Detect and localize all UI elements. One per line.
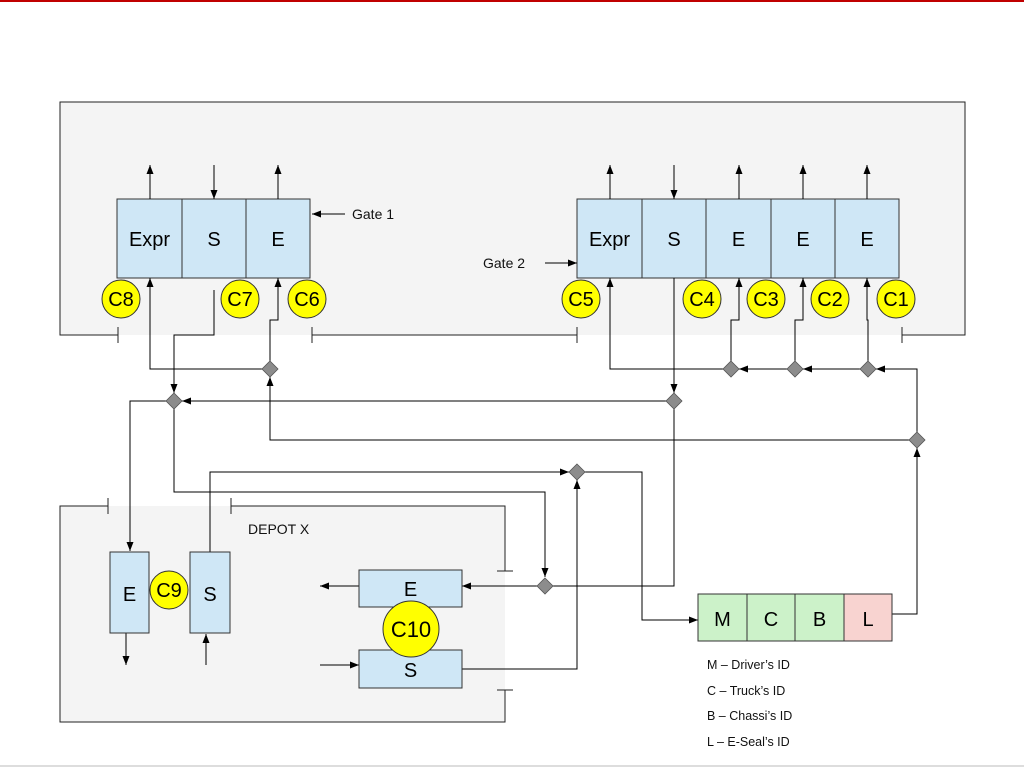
gate1-lane-label: S [207,229,220,251]
connector [606,278,723,370]
connector [146,278,270,370]
depot-zone-border [59,505,506,723]
gate-flow-arrows [146,165,871,267]
depot-lane-label: S [203,584,216,606]
legend-item: L – E-Seal’s ID [707,735,790,749]
junction-node [568,463,586,481]
id-legend: M – Driver’s ID C – Truck’s ID B – Chass… [707,658,792,749]
depot-left-lanes: E S [109,551,231,634]
camera-label: C1 [883,289,909,311]
gate1-label: Gate 1 [352,206,394,222]
gate2-lane-label: E [732,229,745,251]
junctions [165,360,926,595]
connector [269,278,282,361]
id-field-label: B [813,609,826,631]
depot-lane-label: S [404,660,417,682]
camera-label: C5 [568,289,594,311]
camera-c3 [746,279,786,319]
camera-label: C6 [294,289,320,311]
connector [863,278,871,361]
connector [126,400,166,551]
id-field-m [697,593,748,642]
id-field-label: C [764,609,778,631]
junction-node [859,360,877,378]
camera-c10 [382,600,440,658]
depot-lane-label: E [123,584,136,606]
gate2-lane-expr [576,198,643,279]
gate2-lane-label: S [667,229,680,251]
junction-node [665,392,683,410]
id-field-l [843,593,893,642]
connector [209,468,569,552]
junction-node [261,360,279,378]
camera-label: C4 [689,289,715,311]
connector [892,448,921,615]
camera-label: C3 [753,289,779,311]
gate1-lanes: Expr S E [116,198,311,279]
legend-item: M – Driver’s ID [707,658,790,672]
gate2-lane-label: E [860,229,873,251]
camera-c9 [149,570,189,610]
camera-c2 [810,279,850,319]
connection-lines [122,278,921,670]
connector [173,409,549,577]
gate2-lane-label: Expr [589,229,630,251]
legend-item: C – Truck’s ID [707,684,785,698]
junction-node [722,360,740,378]
junction-node [536,577,554,595]
depot-lane-e [109,551,150,634]
gate1-lane-e [245,198,311,279]
id-field-label: L [862,609,873,631]
gate2-lane-e [770,198,836,279]
connector [794,278,807,361]
gate2-lanes: Expr S E E E [576,198,900,279]
camera-c4 [682,279,722,319]
gate2-lane-e [834,198,900,279]
connector [170,290,215,393]
camera-c6 [287,279,327,319]
camera-c1 [876,279,916,319]
legend-item: B – Chassi’s ID [707,709,792,723]
junction-node [786,360,804,378]
connector [553,409,675,587]
junction-node [165,392,183,410]
gate2-lane-label: E [796,229,809,251]
camera-label: C7 [227,289,253,311]
gate1-lane-label: Expr [129,229,170,251]
terminal-zone-border [59,101,966,336]
depot-lane-s [189,551,231,634]
camera-c7 [220,279,260,319]
connector [876,365,918,432]
camera-label: C8 [108,289,134,311]
gate2-label: Gate 2 [483,255,525,271]
camera-c8 [101,279,141,319]
connector [266,377,909,441]
id-field-label: M [714,609,731,631]
id-record: M C B L [697,593,893,642]
gate1-lane-s [181,198,247,279]
connector [462,480,581,670]
camera-label: C2 [817,289,843,311]
cameras: C8 C7 C6 C5 C4 C3 C2 C1 C9 C10 [101,279,916,658]
connector [585,471,698,624]
gate2-lane-s [641,198,707,279]
connector [730,278,743,361]
depot-zone-border [231,505,506,571]
depot-label: DEPOT X [248,521,310,537]
junction-node [908,431,926,449]
depot-lane-label: E [404,579,417,601]
id-field-c [746,593,796,642]
gate1-lane-label: E [271,229,284,251]
camera-c5 [561,279,601,319]
camera-label: C10 [391,617,431,642]
camera-label: C9 [156,580,182,602]
